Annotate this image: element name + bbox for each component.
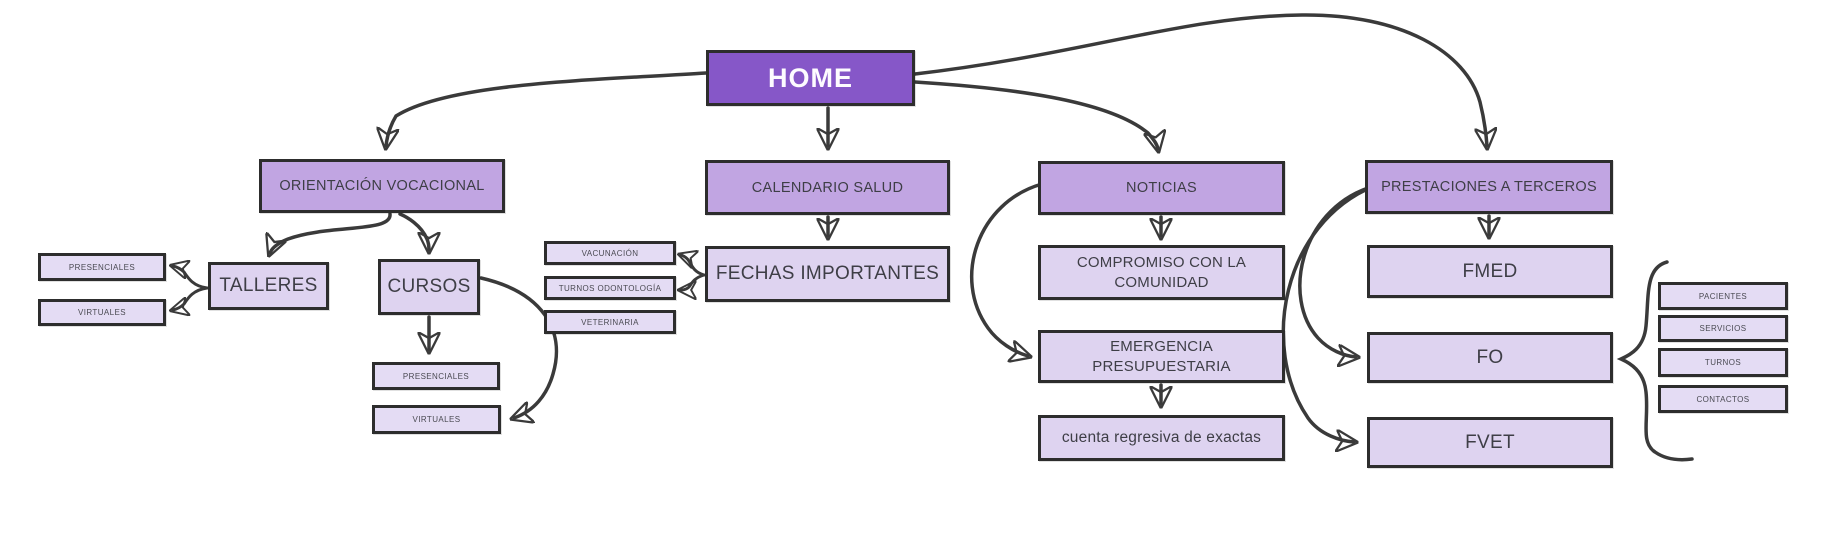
edge-home-orientacion bbox=[386, 71, 708, 146]
node-servicios-label: SERVICIOS bbox=[1699, 324, 1747, 333]
node-talleres-presenciales-label: PRESENCIALES bbox=[68, 262, 136, 272]
node-turnos-label: TURNOS bbox=[1704, 358, 1742, 367]
node-turnos[interactable]: TURNOS bbox=[1658, 348, 1788, 377]
node-fo-label: FO bbox=[1476, 346, 1504, 368]
node-fmed[interactable]: FMED bbox=[1367, 245, 1613, 298]
node-cursos-virtuales[interactable]: VIRTUALES bbox=[372, 405, 501, 434]
node-vacunacion[interactable]: VACUNACIÓN bbox=[544, 241, 676, 265]
node-emergencia-presupuestaria-label: EMERGENCIA PRESUPUESTARIA bbox=[1092, 338, 1231, 375]
node-cursos-presenciales-label: PRESENCIALES bbox=[402, 371, 470, 381]
node-veterinaria[interactable]: VETERINARIA bbox=[544, 310, 676, 334]
node-noticias-label: NOTICIAS bbox=[1126, 180, 1197, 196]
node-prestaciones-a-terceros[interactable]: PRESTACIONES A TERCEROS bbox=[1365, 160, 1613, 214]
edge-talleres-virtuales bbox=[173, 286, 209, 310]
edge-fechas-vacunacion bbox=[681, 255, 706, 277]
node-emergencia-presupuestaria[interactable]: EMERGENCIA PRESUPUESTARIA bbox=[1038, 330, 1285, 383]
node-home-label: HOME bbox=[768, 62, 853, 93]
node-fechas-importantes-label: FECHAS IMPORTANTES bbox=[715, 263, 940, 284]
node-compromiso-con-la-comunidad[interactable]: COMPROMISO CON LA COMUNIDAD bbox=[1038, 245, 1285, 300]
node-cursos-virtuales-label: VIRTUALES bbox=[412, 415, 461, 424]
edge-orientacion-cursos bbox=[398, 212, 429, 250]
edge-home-prestaciones bbox=[913, 13, 1487, 146]
node-talleres-virtuales[interactable]: VIRTUALES bbox=[38, 299, 166, 326]
node-orientacion-vocacional[interactable]: ORIENTACIÓN VOCACIONAL bbox=[259, 159, 505, 213]
node-orientacion-vocacional-label: ORIENTACIÓN VOCACIONAL bbox=[279, 178, 485, 194]
node-fvet[interactable]: FVET bbox=[1367, 417, 1613, 468]
node-servicios[interactable]: SERVICIOS bbox=[1658, 315, 1788, 342]
node-cursos[interactable]: CURSOS bbox=[378, 259, 480, 315]
node-pacientes[interactable]: PACIENTES bbox=[1658, 282, 1788, 310]
node-fechas-importantes[interactable]: FECHAS IMPORTANTES bbox=[705, 246, 950, 302]
node-home[interactable]: HOME bbox=[706, 50, 915, 106]
node-cuenta-regresiva-de-exactas[interactable]: cuenta regresiva de exactas bbox=[1038, 415, 1285, 461]
node-talleres-presenciales[interactable]: PRESENCIALES bbox=[38, 253, 166, 281]
node-talleres-virtuales-label: VIRTUALES bbox=[78, 308, 126, 317]
edge-talleres-presenciales bbox=[173, 266, 209, 290]
node-veterinaria-label: VETERINARIA bbox=[581, 317, 639, 327]
edge-orientacion-talleres bbox=[270, 212, 392, 253]
node-talleres[interactable]: TALLERES bbox=[208, 262, 329, 310]
node-contactos[interactable]: CONTACTOS bbox=[1658, 385, 1788, 413]
node-fmed-label: FMED bbox=[1462, 260, 1518, 282]
edge-home-noticias bbox=[913, 80, 1158, 149]
node-prestaciones-a-terceros-label: PRESTACIONES A TERCEROS bbox=[1381, 179, 1597, 195]
node-pacientes-label: PACIENTES bbox=[1698, 291, 1748, 301]
node-compromiso-con-la-comunidad-label: COMPROMISO CON LA COMUNIDAD bbox=[1076, 254, 1247, 291]
node-turnos-odontologia-label: TURNOS ODONTOLOGÍA bbox=[558, 283, 662, 293]
node-cursos-presenciales[interactable]: PRESENCIALES bbox=[372, 362, 500, 390]
edge-noticias-emergencia bbox=[970, 182, 1044, 356]
node-cursos-label: CURSOS bbox=[387, 276, 471, 297]
edge-fechas-turnos-odontologia bbox=[681, 273, 706, 290]
node-turnos-odontologia[interactable]: TURNOS ODONTOLOGÍA bbox=[544, 276, 676, 300]
node-vacunacion-label: VACUNACIÓN bbox=[581, 248, 639, 258]
edge-cursos-virtuales bbox=[479, 276, 559, 418]
node-fo[interactable]: FO bbox=[1367, 332, 1613, 383]
group-brace bbox=[1616, 260, 1694, 462]
node-fvet-label: FVET bbox=[1465, 431, 1515, 453]
node-noticias[interactable]: NOTICIAS bbox=[1038, 161, 1285, 215]
edge-prestaciones-fvet bbox=[1281, 184, 1376, 442]
node-calendario-salud-label: CALENDARIO SALUD bbox=[751, 179, 904, 196]
node-calendario-salud[interactable]: CALENDARIO SALUD bbox=[705, 160, 950, 215]
edge-prestaciones-fo bbox=[1298, 186, 1370, 357]
node-talleres-label: TALLERES bbox=[219, 275, 318, 296]
node-contactos-label: CONTACTOS bbox=[1696, 394, 1750, 404]
node-cuenta-regresiva-de-exactas-label: cuenta regresiva de exactas bbox=[1061, 428, 1262, 446]
